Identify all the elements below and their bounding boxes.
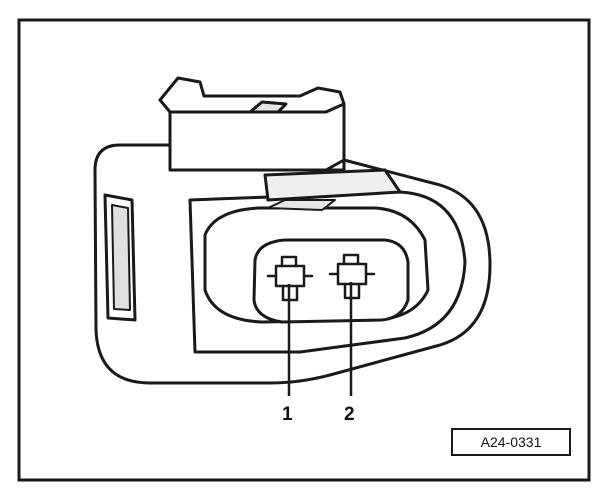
- inner-rib: [263, 168, 402, 202]
- insert-key: [267, 199, 336, 211]
- callout-label-2: 2: [344, 404, 355, 425]
- pin-face: [252, 238, 410, 324]
- latch-front: [168, 102, 346, 172]
- reference-code-box: [451, 428, 571, 456]
- figure-border: [17, 18, 591, 482]
- side-window-inner: [111, 204, 131, 311]
- pin-1-socket: [266, 255, 314, 302]
- callout-label-1: 1: [282, 404, 293, 425]
- connector-drawing-icon: [93, 76, 492, 385]
- reference-code: A24-0331: [481, 434, 542, 450]
